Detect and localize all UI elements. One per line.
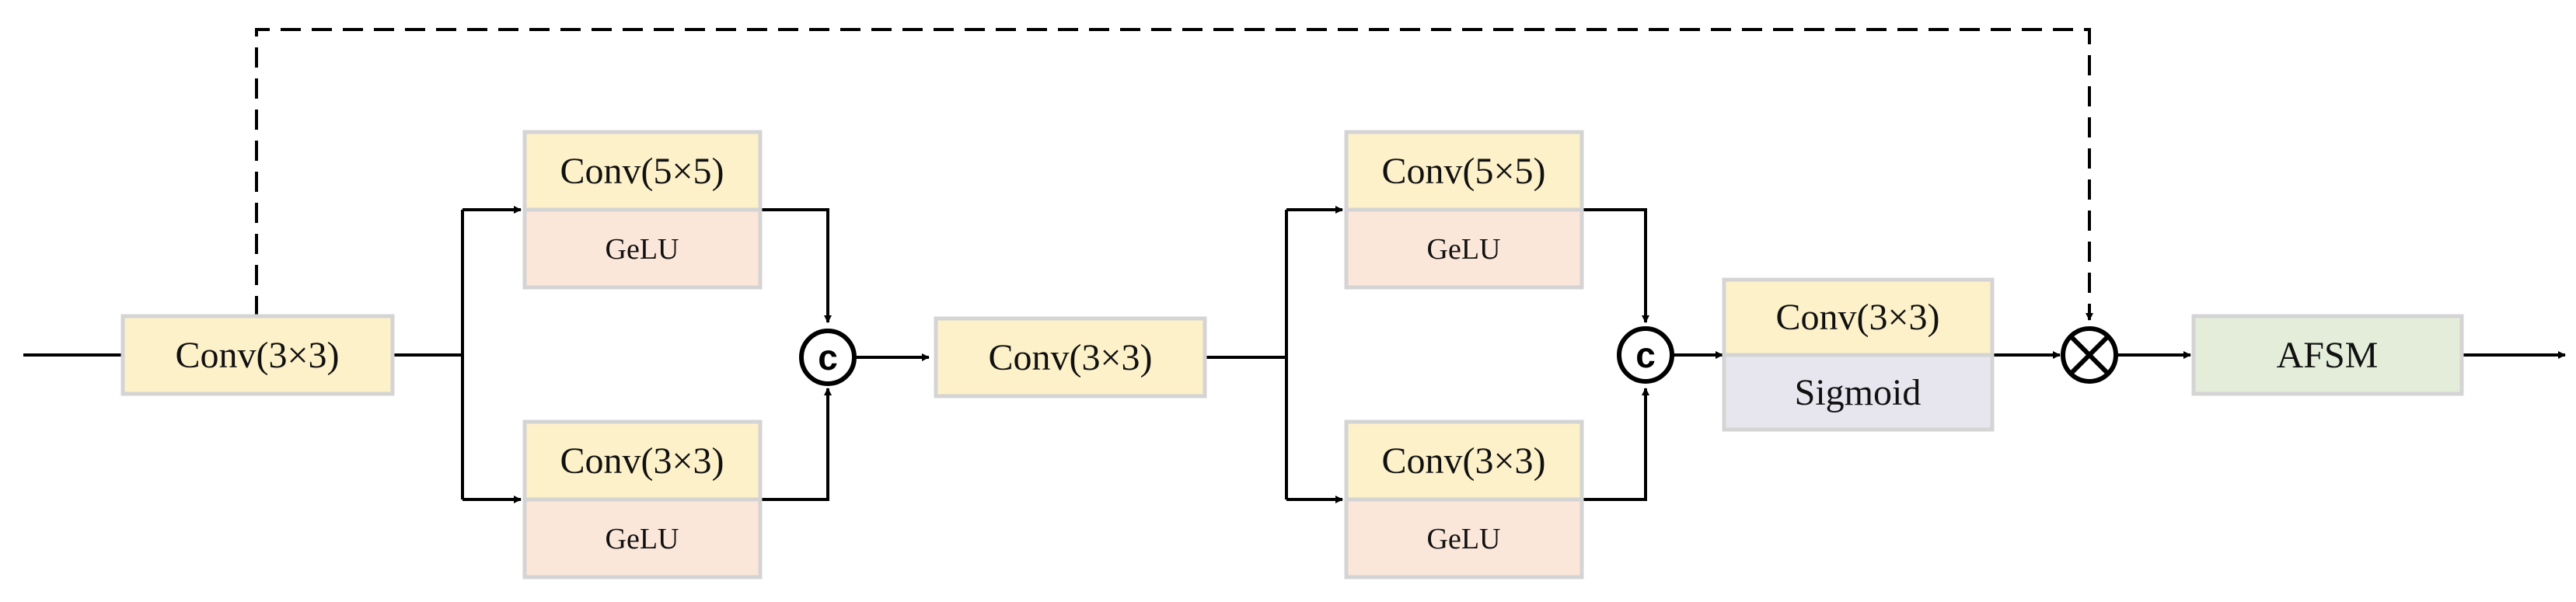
branch1-top-conv-label: Conv(5×5) [560,151,724,192]
branch1-top-act-label: GeLU [606,233,679,266]
middle-conv-box [934,316,1207,398]
input-conv-label: Conv(3×3) [175,335,339,376]
branch2-top-to-concat2 [1582,208,1649,323]
middle-conv-label: Conv(3×3) [988,337,1152,378]
input-conv-box [120,314,395,396]
concat-symbol-1: c [818,337,838,378]
branch2-bottom-conv-label: Conv(3×3) [1381,440,1545,482]
concat-symbol-2: c [1635,335,1656,375]
branch2-bottom-act-box [1344,497,1584,579]
gate-block: Conv(3×3) Sigmoid [1722,277,1995,432]
afsm-label: AFSM [2277,335,2379,376]
gate-sigmoid-label: Sigmoid [1795,372,1922,413]
branch1-top-to-concat1 [760,208,832,323]
branch1-bottom-act-box [522,497,763,579]
branch1-bottom-block: Conv(3×3) GeLU [522,419,763,579]
middle-conv-block: Conv(3×3) [934,316,1207,398]
connections [23,28,2566,503]
afsm-block: AFSM [2191,314,2464,396]
branch2-bottom-to-concat2 [1582,388,1649,501]
gate-sigmoid-box [1722,353,1995,432]
circled-c-icon [799,329,857,386]
branch1-bottom-to-concat1 [760,388,832,501]
branch2-top-conv-label: Conv(5×5) [1381,151,1545,192]
concat-operator-2: c [1617,326,1674,384]
gate-conv-box [1722,277,1995,357]
branch1-top-act-box [522,207,763,290]
branch2-top-act-box [1344,207,1584,290]
branch2-bottom-conv-box [1344,419,1584,502]
skip-connection-dashed [255,28,2093,321]
circled-c-icon [1617,326,1674,384]
input-conv-block: Conv(3×3) [120,314,395,396]
concat-operator-1: c [799,329,857,386]
branch1-bottom-act-label: GeLU [606,523,679,555]
branch1-top-block: Conv(5×5) GeLU [522,130,763,290]
times-stroke-2 [2068,334,2110,376]
multiply-operator [2061,326,2118,384]
afsm-box [2191,314,2464,396]
branch1-bottom-conv-box [522,419,763,502]
gate-conv-label: Conv(3×3) [1775,297,1939,338]
branch1-bottom-conv-label: Conv(3×3) [560,440,724,482]
branch2-top-act-label: GeLU [1427,233,1501,266]
branch2-top-block: Conv(5×5) GeLU [1344,130,1584,290]
branch2-bottom-block: Conv(3×3) GeLU [1344,419,1584,579]
branch2-bottom-act-label: GeLU [1427,523,1501,555]
